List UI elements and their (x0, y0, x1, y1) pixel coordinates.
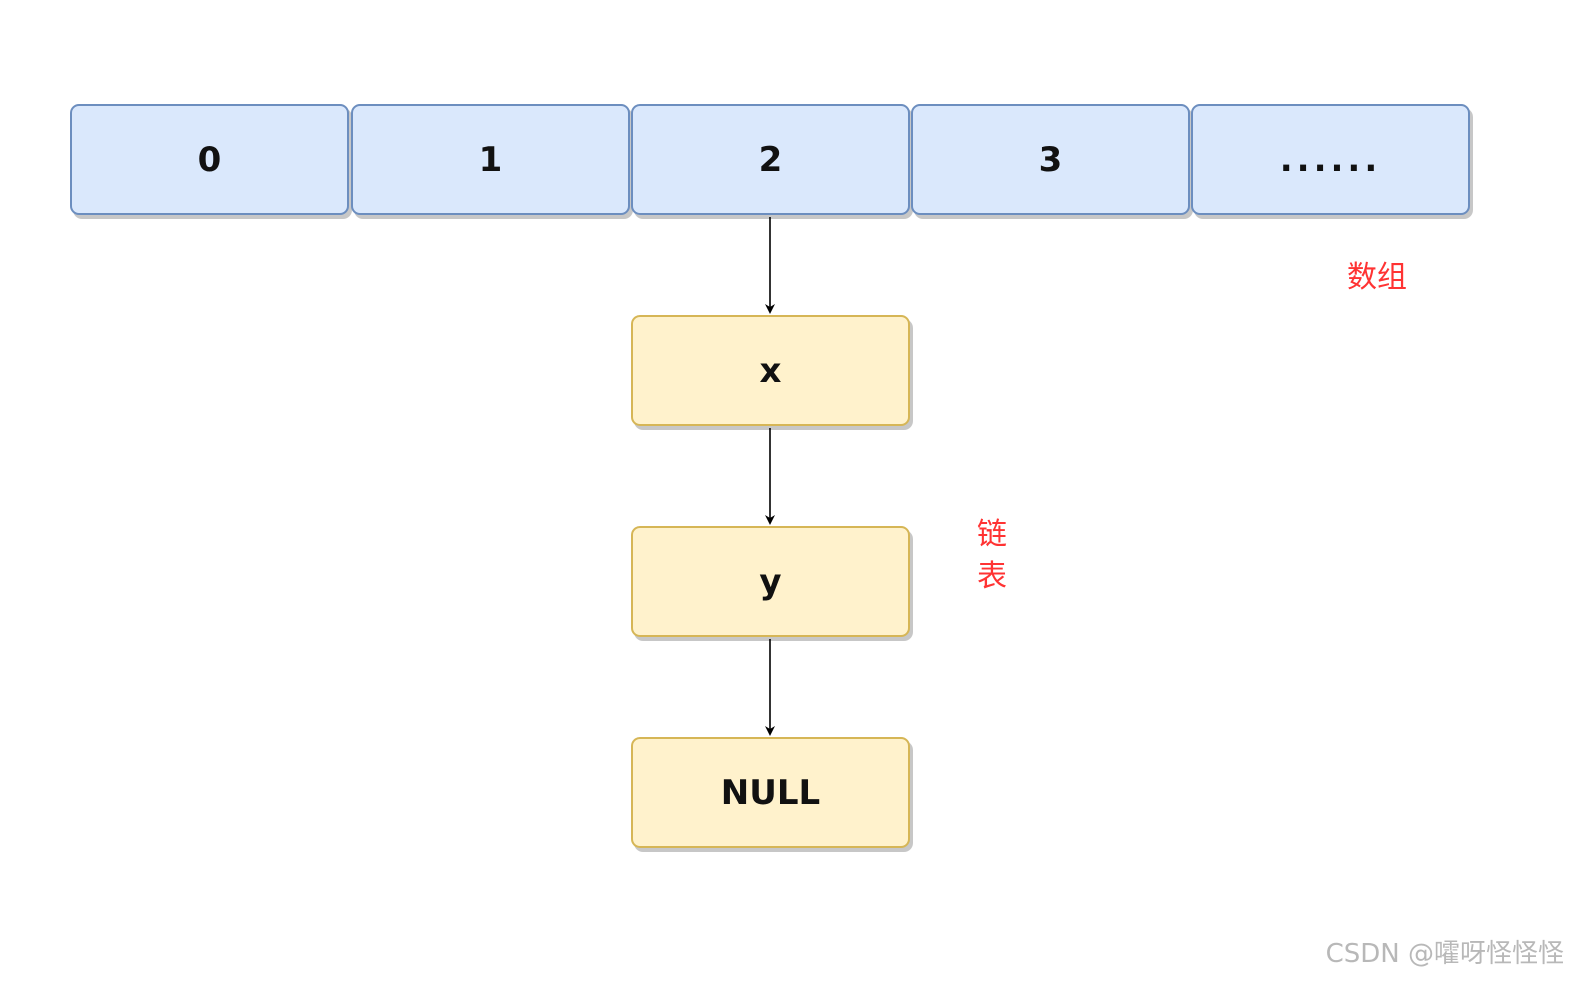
list-node-null: NULL (631, 737, 910, 848)
array-label: 数组 (1347, 260, 1407, 295)
list-node-x: x (631, 315, 910, 426)
array-cell-ellipsis: ...... (1191, 104, 1470, 215)
linked-list-label: 链表 (977, 517, 1007, 594)
watermark: CSDN @嚯呀怪怪怪 (1325, 939, 1564, 969)
array-cell-1: 1 (351, 104, 630, 215)
array-cell-0: 0 (70, 104, 349, 215)
array-cell-2: 2 (631, 104, 910, 215)
list-node-y: y (631, 526, 910, 637)
array-cell-3: 3 (911, 104, 1190, 215)
